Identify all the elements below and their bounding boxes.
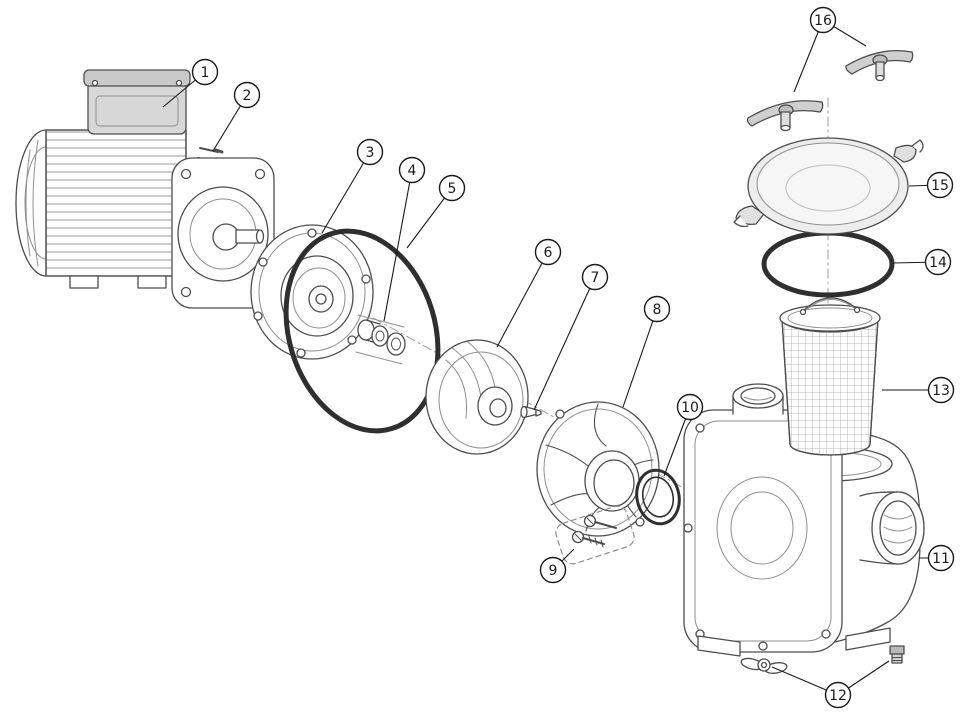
lid-handle-left	[746, 100, 824, 132]
callout-number: 9	[549, 563, 558, 579]
callout-6: 6	[496, 238, 562, 348]
lid-lock-handles	[746, 49, 914, 132]
housing-side-port	[859, 491, 925, 565]
diffuser	[536, 401, 660, 537]
diffuser-screws	[555, 505, 635, 565]
callout-number: 5	[448, 181, 457, 197]
callout-10: 10	[663, 393, 704, 477]
callout-circle	[534, 238, 562, 266]
callout-12: 12	[771, 660, 890, 709]
callout-number: 8	[653, 302, 662, 318]
callout-circle	[676, 393, 704, 421]
callout-1: 1	[162, 58, 219, 108]
callout-9: 9	[539, 548, 575, 584]
impeller-screw	[520, 405, 542, 419]
callout-circle	[643, 295, 671, 323]
callout-circle	[824, 681, 852, 709]
callout-circle	[927, 544, 955, 572]
callout-circle	[539, 556, 567, 584]
mechanical-seal	[355, 314, 406, 365]
motor-feet	[69, 275, 167, 289]
callout-circle	[398, 156, 426, 184]
callout-circle	[356, 138, 384, 166]
callout-circle	[926, 171, 954, 199]
callout-number: 7	[591, 270, 600, 286]
callout-number: 13	[932, 383, 950, 399]
callout-number: 2	[243, 88, 252, 104]
callout-leader-line	[383, 169, 413, 322]
drain-plug-right	[889, 645, 905, 664]
housing-foot-left	[697, 635, 741, 657]
callout-number: 16	[814, 13, 832, 29]
callout-2: 2	[212, 81, 261, 152]
callout-4: 4	[383, 156, 426, 322]
basket-handle	[799, 297, 861, 316]
callout-13: 13	[882, 376, 955, 404]
callout-number: 11	[932, 551, 950, 567]
callout-number: 3	[366, 145, 375, 161]
callout-number: 1	[201, 65, 210, 81]
lid-handle-right	[845, 49, 914, 82]
lid	[733, 137, 924, 235]
callout-11: 11	[919, 544, 955, 572]
callout-circle	[924, 248, 952, 276]
seal-plate-o-ring	[283, 228, 441, 434]
motor	[15, 69, 275, 309]
lid-lock-tab-right	[893, 144, 917, 163]
impeller	[425, 339, 529, 455]
seal-plate	[250, 224, 374, 360]
callout-leader-line	[321, 151, 371, 234]
housing-foot-right	[845, 627, 891, 651]
diffuser-o-ring	[635, 468, 681, 526]
callout-circle	[191, 58, 219, 86]
callout-16: 16	[793, 6, 867, 93]
callout-14: 14	[892, 248, 952, 276]
callout-circle	[438, 174, 466, 202]
callout-circle	[927, 376, 955, 404]
callout-circle	[809, 6, 837, 34]
callout-7: 7	[533, 263, 609, 411]
callout-5: 5	[406, 174, 466, 249]
callout-circle	[581, 263, 609, 291]
callout-3: 3	[321, 138, 384, 234]
callout-number: 6	[544, 245, 553, 261]
callout-leader-line	[622, 308, 658, 408]
strainer-basket	[779, 297, 881, 456]
callout-leader-line	[533, 276, 596, 411]
callout-number: 14	[929, 255, 947, 271]
callout-leader-line	[496, 251, 549, 348]
housing-top-port	[732, 383, 784, 415]
callout-number: 12	[829, 688, 847, 704]
callout-number: 4	[408, 163, 417, 179]
callout-8: 8	[622, 295, 671, 408]
drain-plug-left	[740, 657, 788, 674]
callout-15: 15	[908, 171, 954, 199]
callout-circle	[233, 81, 261, 109]
callout-number: 15	[931, 178, 949, 194]
callout-number: 10	[681, 400, 699, 416]
pump-housing	[683, 383, 925, 657]
drain-plugs	[740, 645, 905, 674]
